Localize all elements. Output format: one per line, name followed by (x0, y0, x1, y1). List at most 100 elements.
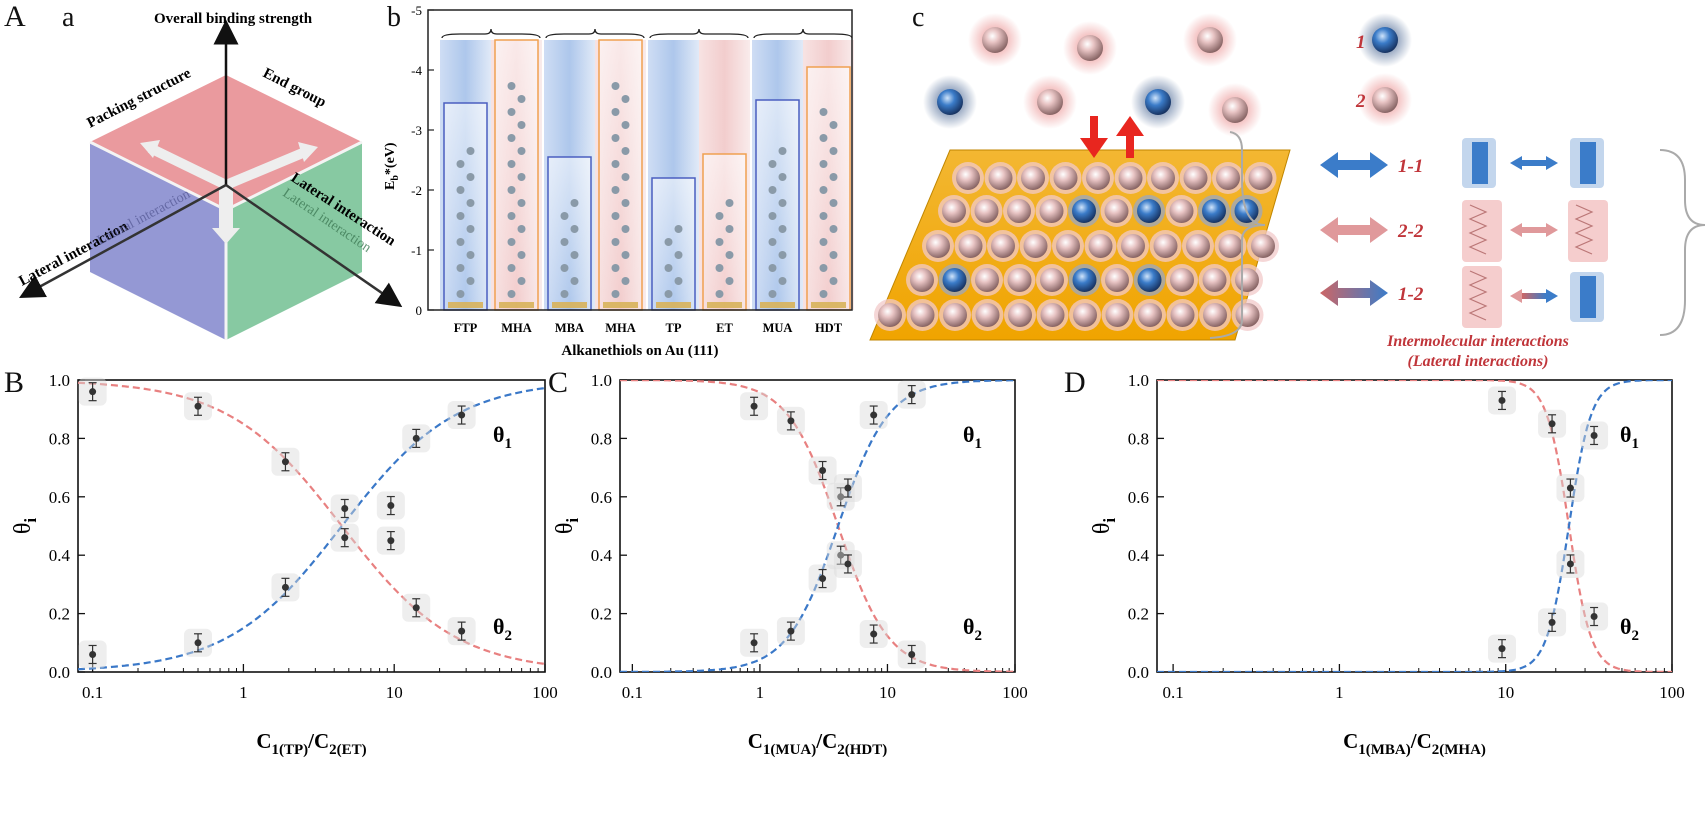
x-tick-label: 10 (386, 683, 403, 702)
c-ball-type2 (1040, 268, 1064, 292)
cube-left-face (90, 142, 226, 340)
y-tick-label: 1.0 (49, 371, 70, 390)
b-chain-atom (507, 212, 516, 220)
c-ball-type2 (1251, 234, 1275, 258)
c-free-ball-type2 (1197, 27, 1223, 53)
c-free-ball-type2 (1222, 97, 1248, 123)
c-ball-type2 (974, 199, 999, 223)
c-ball-type2 (988, 166, 1013, 190)
b-au-base (811, 302, 846, 308)
b-chain-atom (456, 238, 465, 246)
b-chain-atom (819, 290, 828, 298)
c-ball-type2 (1216, 166, 1240, 190)
c-free-ball-type2 (1372, 87, 1398, 113)
y-tick-label: 0.6 (1128, 488, 1149, 507)
panel-c-schematic: 1 2 1-1 2-2 1-2 Intermolecular interacti… (869, 13, 1705, 370)
c-ball-type2 (1105, 303, 1130, 327)
c-ball-type2 (1170, 268, 1194, 292)
c-ball-type2 (878, 303, 902, 327)
b-chain-atom (611, 186, 620, 194)
b-chain-atom (517, 121, 526, 129)
b-cat-mha: MHA (501, 321, 532, 335)
c-ball-type2 (1008, 303, 1032, 327)
panel-label-C: C (548, 366, 569, 399)
c-ball-type2 (1007, 268, 1032, 292)
panel-a-cube: Overall binding strength Packing structu… (16, 11, 403, 340)
b-bar-tp (651, 177, 696, 311)
b-chain-atom (621, 95, 630, 103)
b-pair-brace (649, 28, 749, 39)
x-tick-label: 0.1 (1162, 683, 1183, 702)
c-ball-type1 (1137, 199, 1161, 223)
label-2-2: 2-2 (1397, 221, 1424, 242)
b-chain-atom (621, 225, 630, 233)
fit-curves (78, 381, 545, 671)
y-tick-label: 0.2 (49, 605, 70, 624)
b-chain-atom (829, 147, 838, 155)
c-ball-type2 (1023, 234, 1048, 258)
plot-frame (77, 379, 546, 673)
c-ball-type2 (1170, 303, 1195, 327)
c-ball-type2 (926, 234, 950, 258)
b-pair-brace (753, 28, 853, 39)
b-chain-atom (621, 173, 630, 181)
b-chain-atom (466, 277, 475, 285)
b-chain-atom (819, 186, 828, 194)
b-chain-atom (778, 199, 787, 207)
b-bar-et (702, 153, 747, 311)
data-point-theta1 (1566, 560, 1574, 568)
c-ball-type2 (975, 303, 1000, 327)
c-ball-type2 (942, 199, 966, 223)
label-theta2: θ2 (963, 614, 982, 644)
b-chain-atom (664, 290, 673, 298)
c-ball-type2 (1088, 234, 1113, 258)
data-point-theta2 (1566, 484, 1574, 492)
b-chain-atom (715, 238, 724, 246)
c-ball-type2 (1118, 166, 1143, 190)
c-free-ball-type2 (982, 27, 1008, 53)
c-ball-type2 (1138, 303, 1162, 327)
b-chain-atom (715, 264, 724, 272)
data-point-theta2 (89, 388, 97, 396)
b-chain-atom (560, 238, 569, 246)
c-ball-type2 (1086, 166, 1110, 190)
b-chain-atom (715, 212, 724, 220)
b-chain-atom (778, 225, 787, 233)
data-point-theta1 (908, 391, 916, 399)
c-ball-type1 (1072, 199, 1096, 223)
y-axis-label: θi (552, 518, 582, 535)
b-chain-atom (819, 108, 828, 116)
c-ball-type2 (1235, 268, 1259, 292)
data-point-theta1 (412, 434, 420, 442)
x-tick-label: 0.1 (622, 683, 643, 702)
label-theta2: θ2 (1620, 614, 1639, 644)
data-point-theta1 (787, 627, 795, 635)
data-point-theta1 (281, 583, 289, 591)
data-point-theta1 (1590, 431, 1598, 439)
c-ball-type2 (1248, 166, 1273, 190)
y-tick-label: 0.8 (591, 429, 612, 448)
data-point-theta1 (387, 502, 395, 510)
b-chain-atom (819, 212, 828, 220)
b-au-base (707, 302, 742, 308)
b-chain-atom (456, 160, 465, 168)
b-chain-atom (768, 290, 777, 298)
b-au-base (552, 302, 587, 308)
data-point-theta1 (1498, 645, 1506, 653)
b-chain-atom (560, 264, 569, 272)
b-chain-atom (517, 147, 526, 155)
data-point-theta2 (819, 467, 827, 475)
label-1-2: 1-2 (1398, 284, 1424, 305)
b-chain-atom (611, 264, 620, 272)
data-point-theta2 (908, 650, 916, 658)
c-ball-type2 (1056, 234, 1080, 258)
data-point-theta1 (844, 484, 852, 492)
b-y-axis-label: Eb*(eV) (383, 142, 401, 190)
b-chain-atom (768, 238, 777, 246)
b-ytick-label: 0 (416, 303, 423, 318)
b-bar-mba (547, 156, 592, 311)
